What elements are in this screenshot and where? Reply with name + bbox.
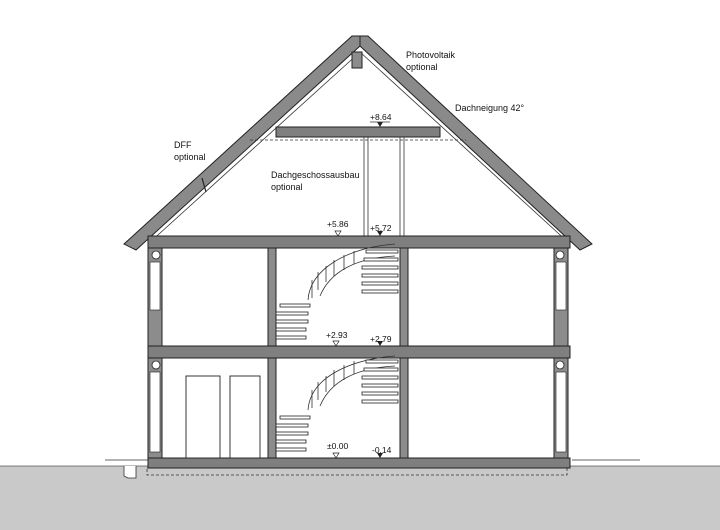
window-left-lower — [149, 371, 161, 453]
wall-anchor-ml — [151, 360, 161, 370]
level-marker-upper-right — [377, 341, 383, 346]
interior-wall-left-upper — [267, 247, 277, 347]
attic-extension-optional-label: optional — [271, 182, 303, 192]
ground — [0, 466, 720, 530]
level-attic-right: +5.72 — [370, 223, 392, 233]
level-marker-attic-left — [334, 230, 342, 237]
level-marker-ridge — [377, 122, 383, 127]
staircase-lower — [275, 355, 399, 452]
level-ground-left: ±0.00 — [327, 441, 348, 451]
level-ridge-beam: +8.64 — [370, 112, 392, 122]
level-ground-right: -0.14 — [372, 445, 392, 455]
roof-left-slope — [123, 35, 361, 251]
upper-floor-slab — [147, 345, 571, 359]
window-left-upper — [149, 261, 161, 311]
door-1 — [185, 375, 221, 459]
level-marker-attic-right — [377, 231, 383, 236]
photovoltaik-label: Photovoltaik — [406, 50, 456, 60]
roof-inner-right — [359, 51, 571, 245]
photovoltaik-optional-label: optional — [406, 62, 438, 72]
attic-floor-slab — [147, 235, 571, 249]
level-attic-left: +5.86 — [327, 219, 349, 229]
roof-right-slope — [359, 35, 593, 251]
level-marker-ground-right — [377, 453, 383, 458]
footing — [123, 466, 137, 479]
ridge-post — [351, 51, 363, 69]
door-2 — [229, 375, 261, 459]
roof-pitch-label: Dachneigung 42° — [455, 103, 525, 113]
interior-wall-left-lower — [267, 357, 277, 459]
level-marker-upper-left — [332, 340, 340, 347]
window-right-lower — [555, 371, 567, 453]
interior-wall-right-upper — [399, 247, 409, 347]
ground-floor-slab — [147, 457, 571, 469]
wall-anchor-tl — [151, 250, 161, 260]
wall-anchor-tr — [555, 250, 565, 260]
dff-label: DFF — [174, 140, 192, 150]
dff-window-mark — [201, 177, 207, 193]
level-upper-right: +2.79 — [370, 334, 392, 344]
collar-beam — [275, 126, 441, 138]
level-upper-left: +2.93 — [326, 330, 348, 340]
wall-anchor-mr — [555, 360, 565, 370]
level-marker-ground-left — [332, 452, 340, 459]
interior-wall-right-lower — [399, 357, 409, 459]
dff-optional-label: optional — [174, 152, 206, 162]
attic-extension-label: Dachgeschossausbau — [271, 170, 360, 180]
window-right-upper — [555, 261, 567, 311]
roof-inner-left — [147, 51, 361, 245]
staircase-upper — [275, 243, 399, 340]
